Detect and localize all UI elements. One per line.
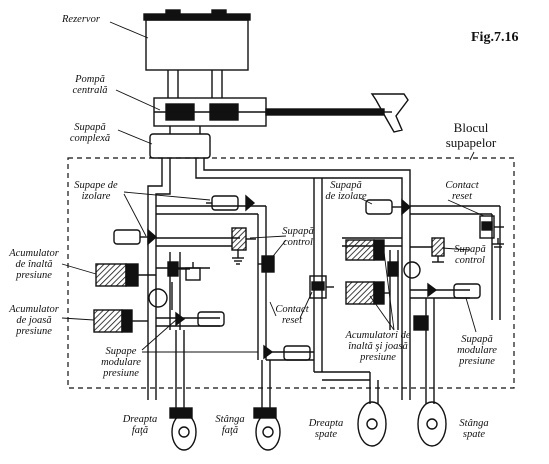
wheel-front-left — [253, 407, 281, 451]
isolation-valve-right-label: Supapă de izolare — [320, 180, 372, 202]
hp-accumulator-right — [345, 239, 385, 261]
front-right-label: Dreapta faţă — [118, 414, 162, 436]
lp-accumulator-label-line3: presiune — [16, 326, 52, 337]
rear-right-label-line2: spate — [314, 429, 338, 440]
pump-label-line1: Pompă — [75, 74, 105, 85]
accumulators-right-label-line1: Acumulatori de — [345, 330, 411, 341]
valve-block-label: Blocul supapelor — [436, 120, 506, 150]
hydraulic-lines — [147, 158, 501, 408]
contact-reset-mid-label-line1: Contact — [275, 304, 309, 315]
hp-accumulator-label-line3: presiune — [16, 270, 52, 281]
accumulators-right-label-line2: înaltă şi joasă — [348, 341, 408, 352]
isolation-valves-label-line2: izolare — [81, 191, 111, 202]
contact-reset-top-label: Contact reset — [440, 180, 484, 202]
front-left-label-line1: Stânga — [215, 414, 245, 425]
control-valve-left — [231, 227, 256, 265]
front-right-label-line2: faţă — [131, 425, 149, 436]
hp-accumulator-label: Acumulator de înaltă presiune — [4, 248, 64, 281]
complex-valve-label-line1: Supapă — [74, 122, 106, 133]
control-valve-right-label: Supapă control — [446, 244, 494, 266]
rear-right-label: Dreapta spate — [304, 418, 348, 440]
control-valve-left-label-line1: Supapă — [282, 226, 314, 237]
contact-reset-top-label-line2: reset — [451, 191, 473, 202]
contact-reset-top-label-line1: Contact — [445, 180, 479, 191]
inlet-valve-left-2 — [185, 262, 201, 281]
control-valve-left-label-line2: control — [283, 237, 313, 248]
lp-accumulator-label: Acumulator de joasă presiune — [4, 304, 64, 337]
modulating-valves-left-label-line1: Supape — [105, 346, 137, 357]
contact-reset-mid-label-line2: reset — [281, 315, 303, 326]
pump-motor-left — [148, 282, 173, 310]
lp-accumulator-right — [345, 281, 390, 305]
modulating-valve-right-label-line2: modulare — [457, 345, 497, 356]
isolation-valve-right-label-line2: de izolare — [325, 191, 367, 202]
valve-block-label-line2: supapelor — [445, 135, 497, 150]
isolation-valve-left-upper — [206, 194, 256, 212]
wheel-front-right — [169, 407, 197, 451]
modulating-valves-left-label-line3: presiune — [103, 368, 139, 379]
lp-accumulator-label-line2: de joasă — [16, 315, 52, 326]
wheel-rear-left — [417, 401, 447, 447]
rear-left-label: Stânga spate — [452, 418, 496, 440]
reservoir — [143, 9, 251, 98]
hp-accumulator-left — [95, 263, 156, 287]
pump-label: Pompă centrală — [62, 74, 118, 96]
contact-reset-right — [479, 215, 504, 248]
inlet-valve-left-1 — [167, 261, 190, 277]
reservoir-label: Rezervor — [62, 14, 100, 25]
rear-right-label-line1: Dreapta — [308, 418, 344, 429]
contact-reset-mid-label: Contact reset — [270, 304, 314, 326]
accumulators-right-label: Acumulatori de înaltă şi joasă presiune — [336, 330, 420, 363]
hp-accumulator-label-line1: Acumulator — [9, 248, 59, 259]
hp-accumulator-label-line2: de înaltă — [15, 259, 53, 270]
lp-accumulator-left — [93, 309, 148, 333]
rear-left-label-line1: Stânga — [459, 418, 489, 429]
modulating-valve-right-label: Supapă modulare presiune — [452, 334, 502, 367]
complex-valve-label: Supapă complexă — [62, 122, 118, 144]
modulating-valve-right-label-line3: presiune — [459, 356, 495, 367]
isolation-valves-label: Supape de izolare — [66, 180, 126, 202]
complex-valve-label-line2: complexă — [69, 133, 111, 144]
modulating-valves-left-label: Supape modulare presiune — [96, 346, 146, 379]
front-right-label-line1: Dreapta — [122, 414, 158, 425]
valve-block-outline — [67, 157, 515, 389]
contact-reset-left — [309, 275, 334, 299]
control-valve-left-label: Supapă control — [278, 226, 318, 248]
control-valve-right-label-line1: Supapă — [454, 244, 486, 255]
front-left-label: Stânga faţă — [208, 414, 252, 436]
rear-left-label-line2: spate — [462, 429, 486, 440]
control-valve-right — [410, 237, 445, 263]
valve-center-left — [258, 255, 275, 273]
figure-number: Fig.7.16 — [471, 30, 519, 45]
lp-accumulator-label-line1: Acumulator — [9, 304, 59, 315]
modulating-valve-right-1 — [427, 282, 481, 299]
isolation-valve-right — [365, 198, 412, 216]
control-valve-right-label-line2: control — [455, 255, 485, 266]
front-left-label-line2: faţă — [221, 425, 239, 436]
modulating-valve-right-2 — [413, 315, 429, 331]
leader-lines — [61, 21, 485, 353]
isolation-valve-left-lower — [113, 228, 158, 246]
wheel-rear-right — [357, 401, 387, 447]
isolation-valve-right-label-line1: Supapă — [330, 180, 362, 191]
accumulators-right-label-line3: presiune — [360, 352, 396, 363]
modulating-valves-left-label-line2: modulare — [101, 357, 141, 368]
pump-label-line2: centrală — [72, 85, 108, 96]
modulating-valve-right-label-line1: Supapă — [461, 334, 493, 345]
reservoir-label-text: Rezervor — [62, 14, 100, 25]
central-pump — [153, 93, 409, 133]
complex-valve — [149, 126, 211, 159]
valve-block-label-line1: Blocul — [453, 120, 489, 135]
pump-motor-right — [387, 261, 421, 279]
modulating-valve-left-1 — [175, 311, 225, 327]
modulating-valve-left-2 — [263, 344, 311, 361]
isolation-valves-label-line1: Supape de — [74, 180, 118, 191]
